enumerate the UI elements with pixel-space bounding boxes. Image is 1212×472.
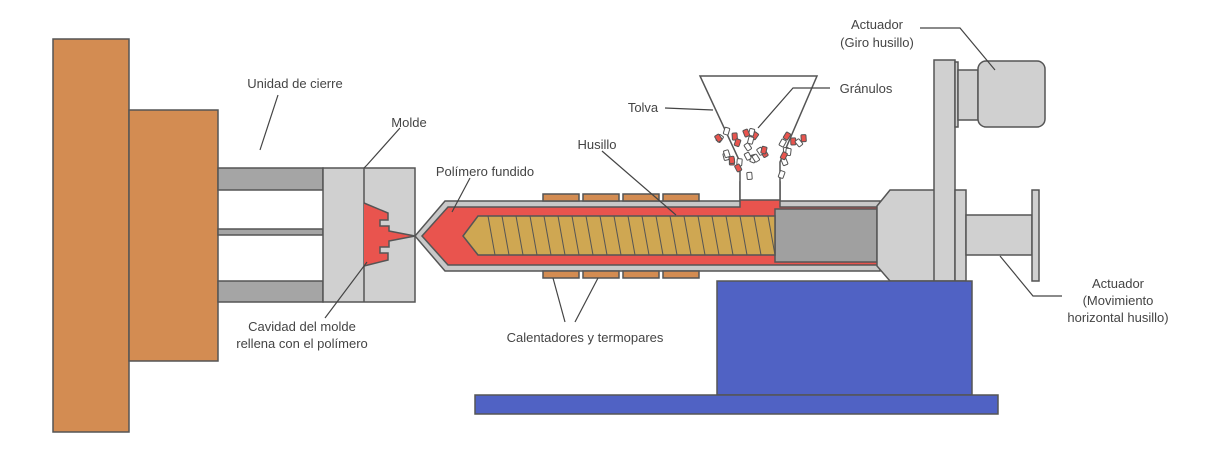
heater-bottom bbox=[622, 270, 660, 279]
pellet bbox=[733, 138, 742, 148]
label-mold: Molde bbox=[391, 115, 426, 130]
pellet bbox=[748, 127, 756, 137]
label-linear-actuator: Actuador bbox=[1092, 276, 1145, 291]
pellet bbox=[742, 128, 751, 138]
ram bbox=[774, 208, 878, 263]
linear-actuator-rod bbox=[965, 214, 1033, 256]
screw-flight bbox=[753, 215, 762, 256]
screw-flight bbox=[683, 215, 692, 256]
pellet bbox=[743, 151, 752, 161]
pellet bbox=[800, 134, 807, 143]
screw bbox=[462, 215, 776, 256]
heater-bottom bbox=[662, 270, 700, 279]
fixed-platen bbox=[52, 38, 130, 433]
label-hopper: Tolva bbox=[628, 100, 659, 115]
linear-actuator-flange bbox=[1031, 189, 1040, 282]
tie-bar-bottom bbox=[217, 280, 324, 303]
pellet bbox=[779, 151, 788, 161]
moving-platen bbox=[128, 109, 219, 362]
screw-flight bbox=[669, 215, 678, 256]
screw-flight bbox=[767, 215, 776, 256]
label-cavity: Cavidad del molde bbox=[248, 319, 356, 334]
pellet bbox=[760, 145, 768, 155]
screw-flight bbox=[557, 215, 566, 256]
screw-flight bbox=[515, 215, 524, 256]
pellet bbox=[782, 131, 792, 141]
pellet bbox=[794, 138, 804, 148]
pellet bbox=[778, 138, 787, 148]
screw-flight bbox=[627, 215, 636, 256]
tie-bar-top bbox=[217, 167, 324, 191]
pellet bbox=[746, 171, 753, 180]
label-linear-actuator-sub: (Movimiento bbox=[1083, 293, 1154, 308]
machine-base bbox=[716, 280, 973, 396]
pellet bbox=[777, 170, 786, 179]
base-rail bbox=[474, 394, 999, 415]
screw-flight bbox=[599, 215, 608, 256]
screw-flight bbox=[571, 215, 580, 256]
rotation-motor bbox=[977, 60, 1046, 128]
pellet bbox=[728, 155, 736, 165]
heater-top bbox=[622, 193, 660, 202]
heater-top bbox=[542, 193, 580, 202]
screw-flight bbox=[697, 215, 706, 256]
screw-flight bbox=[543, 215, 552, 256]
screw-flight bbox=[501, 215, 510, 256]
heater-top bbox=[582, 193, 620, 202]
vertical-plate bbox=[933, 59, 956, 282]
screw-flight bbox=[585, 215, 594, 256]
heater-bottom bbox=[542, 270, 580, 279]
screw-flight bbox=[613, 215, 622, 256]
screw-flight bbox=[739, 215, 748, 256]
label-linear-actuator-sub2: horizontal husillo) bbox=[1067, 310, 1168, 325]
heater-top bbox=[662, 193, 700, 202]
screw-flight bbox=[529, 215, 538, 256]
label-screw: Husillo bbox=[577, 137, 616, 152]
label-clamp-unit: Unidad de cierre bbox=[247, 76, 342, 91]
label-molten-polymer: Polímero fundido bbox=[436, 164, 534, 179]
screw-flight bbox=[655, 215, 664, 256]
pellet bbox=[734, 163, 743, 173]
pellet bbox=[722, 126, 731, 136]
label-cavity-sub: rellena con el polímero bbox=[236, 336, 368, 351]
pellet bbox=[751, 153, 761, 163]
screw-flight bbox=[725, 215, 734, 256]
heater-bottom bbox=[582, 270, 620, 279]
pellet bbox=[714, 133, 723, 143]
label-pellets: Gránulos bbox=[840, 81, 893, 96]
screw-flight bbox=[487, 215, 496, 256]
screw-flight bbox=[711, 215, 720, 256]
label-rotation-actuator-sub: (Giro husillo) bbox=[840, 35, 914, 50]
tie-bar-middle bbox=[217, 228, 324, 236]
pellet bbox=[743, 142, 752, 152]
pellet bbox=[731, 132, 738, 141]
pellet bbox=[723, 149, 731, 159]
label-heaters: Calentadores y termopares bbox=[507, 330, 664, 345]
label-rotation-actuator: Actuador bbox=[851, 17, 904, 32]
screw-flight bbox=[641, 215, 650, 256]
pellet bbox=[747, 136, 755, 145]
